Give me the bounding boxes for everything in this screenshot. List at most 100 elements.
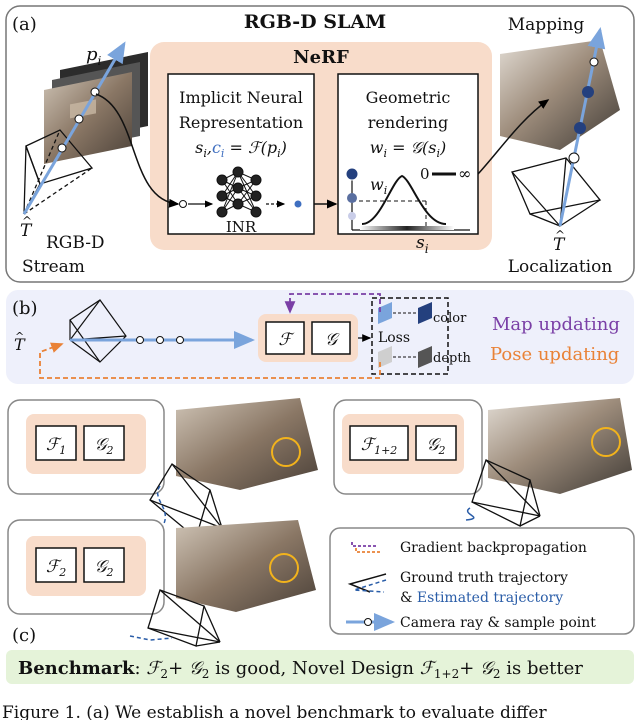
inr-net-label: INR — [226, 218, 257, 236]
ray-sample-point — [74, 114, 84, 124]
b-sample-point — [156, 336, 164, 344]
map-sample-point — [568, 152, 580, 164]
right-pose-label: T — [553, 235, 566, 255]
left-camera-ray — [22, 41, 126, 215]
c-config1-highlight — [271, 437, 301, 467]
mapping-reconstruction — [500, 40, 620, 150]
localization-label: Localization — [508, 257, 613, 277]
c-config3-highlight — [269, 553, 299, 583]
panel-a-title: RGB-D SLAM — [244, 11, 386, 33]
render-line2: rendering — [368, 113, 448, 132]
b-loss-label: Loss — [378, 330, 410, 346]
c-config3-trajectory — [129, 635, 173, 641]
right-pose-hat: ^ — [555, 228, 565, 242]
b-g-symbol: 𝒢 — [325, 330, 340, 350]
panel-a: (a) RGB-D SLAM NeRF Implicit Neural Repr… — [5, 5, 635, 283]
c-config3-g-box — [83, 547, 125, 583]
depth-infinity: ∞ — [458, 164, 471, 183]
c-config3-reconstruction — [176, 520, 316, 612]
gradient-backprop-icon — [351, 540, 380, 553]
b-g-box — [311, 321, 351, 355]
s-label: si — [416, 233, 429, 256]
b-rendered-color — [378, 302, 392, 324]
c-config2-reconstruction — [488, 398, 632, 494]
ray-label: pi — [86, 44, 102, 68]
b-loss-box — [371, 297, 449, 375]
render-to-map-arrow — [477, 99, 550, 175]
b-sample-point — [136, 336, 144, 344]
weight-curve-plot — [345, 167, 470, 231]
left-pose-hat: ^ — [22, 214, 32, 228]
c-config3-f-box — [35, 547, 77, 583]
b-sample-point — [176, 336, 184, 344]
map-sample-point — [582, 86, 594, 98]
c-config3-f: ℱ2 — [46, 557, 66, 579]
inr-line2: Representation — [179, 113, 303, 132]
b-rendered-depth — [378, 346, 392, 368]
map-updating-label: Map updating — [492, 314, 620, 335]
c-config1-f-box — [35, 425, 77, 461]
stream-line1: RGB-D — [46, 233, 105, 253]
left-pose-label: T — [20, 221, 33, 241]
b-gt-depth — [418, 346, 432, 368]
pose-updating-label: Pose updating — [490, 344, 619, 365]
legend-estimated: & Estimated trajectory — [400, 590, 563, 606]
b-gt-color — [418, 302, 432, 324]
sample-point-icon — [364, 618, 372, 626]
panel-b-label: (b) — [12, 298, 38, 319]
c-legend — [329, 527, 635, 635]
inr-line1: Implicit Neural — [179, 88, 303, 107]
render-line1: Geometric — [366, 88, 451, 107]
legend-ground-truth: Ground truth trajectory — [400, 570, 568, 586]
b-depth-label: depth — [433, 351, 472, 366]
legend-ray: Camera ray & sample point — [400, 615, 596, 631]
b-color-label: color — [433, 311, 467, 326]
panel-c-label: (c) — [12, 625, 36, 646]
figure-caption: Figure 1. (a) We establish a novel bench… — [2, 703, 547, 720]
map-sample-point — [574, 122, 586, 134]
c-config1-g: 𝒢2 — [94, 435, 113, 457]
render-box — [337, 73, 479, 235]
map-sample-point — [589, 57, 599, 67]
left-camera-frustum — [23, 129, 94, 215]
b-pose-label: T — [14, 335, 26, 354]
nerf-title: NeRF — [293, 47, 349, 68]
c-config1-trajectory — [157, 485, 167, 531]
panel-b: (b) T ^ ℱ 𝒢 Loss color depth Map updatin… — [6, 290, 634, 384]
neural-net-icon — [216, 166, 262, 218]
inr-formula: si,ci = ℱ(pi) — [195, 138, 287, 160]
ray-to-inr-arrow — [95, 93, 180, 208]
map-update-path — [284, 293, 381, 314]
c-config2-g-box — [415, 425, 457, 461]
render-formula: wi = 𝒢(si) — [370, 138, 446, 160]
pose-update-path — [39, 342, 381, 379]
c-config2-highlight — [591, 427, 621, 457]
depth-zero: 0 — [420, 165, 430, 183]
c-config3-g: 𝒢2 — [94, 557, 113, 579]
b-pose-hat: ^ — [15, 330, 24, 343]
inr-input-point — [179, 200, 187, 208]
mapping-label: Mapping — [508, 15, 585, 35]
panel-c: ℱ1 𝒢2 ℱ1+2 𝒢2 ℱ2 𝒢2 — [7, 398, 635, 647]
stream-line2: Stream — [22, 257, 85, 277]
c-config1-f: ℱ1 — [46, 435, 66, 457]
benchmark-text: Benchmark: ℱ2+ 𝒢2 is good, Novel Design … — [18, 658, 583, 681]
c-config2-f-box — [349, 425, 409, 461]
trajectory-icon — [347, 573, 387, 593]
legend-gradient: Gradient backpropagation — [400, 540, 587, 556]
inr-output-point — [294, 200, 302, 208]
c-config1-g-box — [83, 425, 125, 461]
c-config1-reconstruction — [176, 398, 318, 490]
weight-label: wi — [370, 175, 387, 197]
c-config2-trajectory — [465, 507, 475, 521]
c-config2-f: ℱ1+2 — [361, 435, 398, 457]
b-f-symbol: ℱ — [278, 330, 295, 350]
panel-a-label: (a) — [12, 14, 37, 35]
benchmark-bar — [6, 650, 634, 684]
b-f-box — [265, 321, 305, 355]
ray-sample-point — [57, 143, 67, 153]
c-config2-camera — [471, 459, 541, 527]
c-config2-g: 𝒢2 — [426, 435, 445, 457]
c-config3-camera — [147, 589, 221, 647]
